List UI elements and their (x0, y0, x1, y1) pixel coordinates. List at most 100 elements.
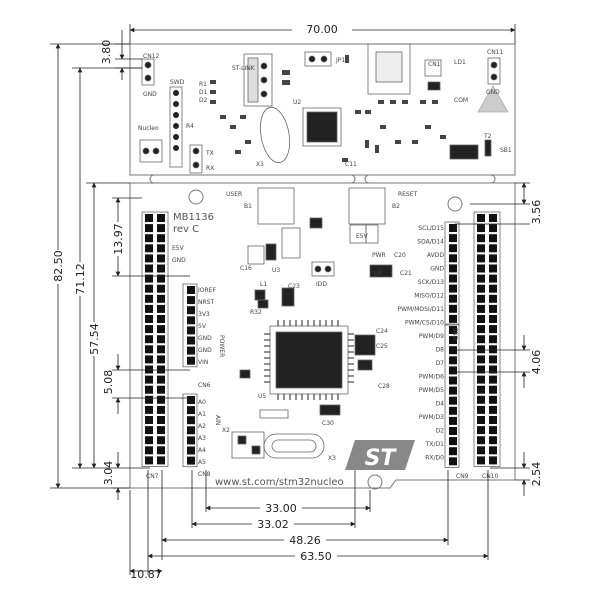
dim-bottom-63-50: 63.50 (300, 550, 332, 563)
analog-title: AIN (214, 415, 221, 425)
component-label: C23 (288, 283, 300, 290)
header-pin (145, 395, 153, 404)
cn10-label: CN10 (482, 473, 498, 480)
st-logo: ST (345, 440, 415, 471)
cn6-power-header (182, 283, 198, 368)
mounting-hole (367, 474, 383, 490)
dim-bottom-33-00: 33.00 (265, 502, 297, 515)
header-pin (145, 375, 153, 384)
stlink-area-label: T2 (483, 133, 492, 140)
header-pin (477, 254, 485, 263)
header-pin (145, 365, 153, 374)
power-pin-label: 5V (198, 323, 207, 330)
header-pin (157, 284, 165, 293)
header-pin (449, 234, 457, 243)
cn7-morpho-header (141, 211, 169, 467)
stlink-area-label: CN12 (143, 53, 159, 60)
header-pin (489, 426, 497, 435)
header-pin (145, 416, 153, 424)
stlink-area-label: R4 (186, 123, 194, 130)
header-pin (157, 436, 165, 445)
header-pin (187, 456, 195, 465)
component-labels: IOREFNRST3V35VGNDGNDVINA0A1A2A3A4A5SCL/D… (138, 49, 512, 466)
header-pin (477, 426, 485, 435)
stlink-area-label: D2 (199, 97, 208, 104)
stlink-components (139, 43, 509, 174)
header-pin (187, 446, 195, 455)
component-label: PWR (372, 252, 386, 259)
header-pin (157, 274, 165, 283)
dimension-labels: 70.00 3.80 82.50 71.12 57.54 13.97 5.08 … (50, 22, 543, 581)
header-pin (449, 244, 457, 253)
header-pin (187, 286, 195, 294)
analog-pin-label: A4 (198, 447, 206, 454)
header-pin (157, 315, 165, 323)
header-pin (477, 284, 485, 293)
header-pin (157, 264, 165, 273)
mounting-hole (188, 189, 204, 205)
header-pin (489, 365, 497, 374)
power-pin-label: 3V3 (198, 311, 210, 318)
header-pin (145, 304, 153, 313)
header-pin (187, 306, 195, 315)
header-pin (489, 385, 497, 394)
power-pin-label: NRST (198, 299, 214, 306)
header-pin (187, 356, 195, 365)
header-pin (489, 315, 497, 323)
header-pin (489, 456, 497, 465)
header-pin (477, 274, 485, 283)
header-pin (449, 416, 457, 425)
header-pin (477, 395, 485, 404)
header-pin (477, 264, 485, 273)
header-pin (187, 436, 195, 445)
x1-crystal (259, 106, 291, 164)
break-line (149, 174, 496, 184)
stlink-area-label: SB1 (500, 147, 512, 154)
usb-connector (367, 43, 411, 95)
st-logo-text: ST (365, 446, 398, 471)
dim-left-bottom: 3.04 (102, 461, 115, 486)
header-pin (157, 446, 165, 455)
stlink-area-label: C11 (345, 161, 357, 168)
header-pin (145, 274, 153, 283)
digital-pin-label: MISO/D12 (414, 293, 444, 300)
header-pin (449, 427, 457, 435)
digital-pin-label: PWM/D5 (419, 387, 444, 394)
header-pin (449, 457, 457, 466)
analog-pin-label: A3 (198, 435, 206, 442)
header-pin (477, 224, 485, 233)
cn5-digital-header (444, 221, 460, 326)
stlink-area-label: TX (205, 150, 214, 157)
header-pin (449, 254, 457, 263)
header-pin (477, 416, 485, 424)
component-label: C30 (322, 420, 334, 427)
dim-height-5: 5.08 (102, 370, 115, 395)
dim-height-71: 71.12 (74, 263, 87, 295)
digital-pin-label: D7 (436, 360, 445, 367)
mounting-holes (188, 189, 463, 490)
digital-pin-label: D4 (436, 401, 445, 408)
header-pin (187, 346, 195, 355)
stlink-area-label: ST-LINK (232, 65, 256, 72)
board-revision: rev C (173, 224, 199, 235)
header-pin (157, 405, 165, 414)
header-pin (145, 264, 153, 273)
header-pin (157, 426, 165, 435)
header-pin (489, 436, 497, 445)
digital-pin-label: PWM/D9 (419, 333, 444, 340)
header-pin (157, 234, 165, 243)
stlink-area-label: R1 (199, 81, 207, 88)
header-pin (145, 335, 153, 344)
stlink-area-label: X1 (256, 161, 264, 168)
component-label: C21 (400, 270, 412, 277)
header-pin (449, 304, 457, 313)
header-pin (145, 244, 153, 253)
header-pin (477, 436, 485, 445)
dim-bottom-left: 10.87 (130, 568, 162, 581)
header-pin (477, 325, 485, 334)
header-pin (477, 355, 485, 364)
reset-button (348, 187, 386, 225)
header-pin (477, 385, 485, 394)
header-pin (489, 234, 497, 243)
header-pin (187, 316, 195, 325)
